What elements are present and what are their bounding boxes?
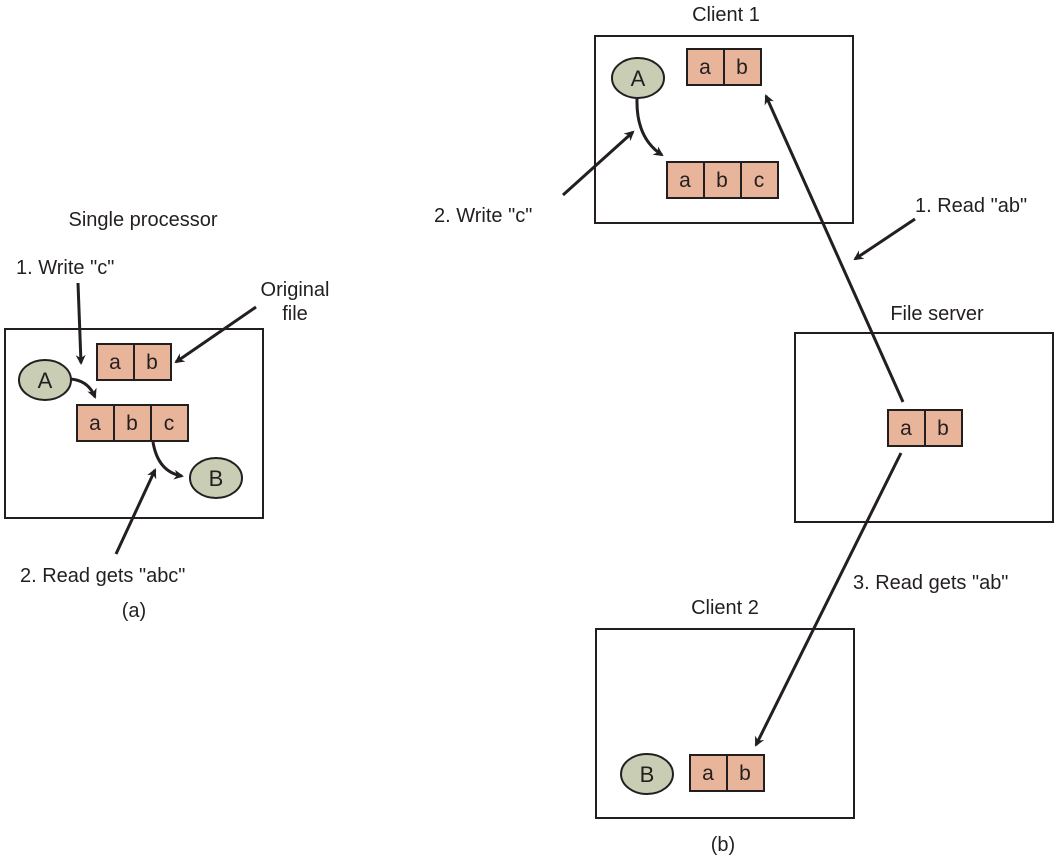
file-cell [924, 409, 963, 447]
client-1-title: Client 1 [692, 4, 760, 26]
panel-b: Client 1 A a b a b c 2. Write "c" 1. Rea… [434, 4, 1054, 856]
panel-a-title: Single processor [69, 209, 218, 231]
client-1-process-a-label: A [631, 66, 646, 91]
file-cell [703, 161, 742, 199]
file-cell-text: a [679, 169, 691, 192]
write-c-label: 2. Write "c" [434, 205, 532, 227]
file-cell [726, 754, 765, 792]
file-cell [113, 404, 152, 442]
client-1-frame [594, 35, 854, 224]
file-cell-text: a [900, 417, 912, 440]
modified-file: a b c [76, 404, 189, 442]
file-cell [96, 343, 135, 381]
client-2-frame [595, 628, 855, 819]
file-cell-text: b [736, 56, 748, 79]
file-cell-text: a [699, 56, 711, 79]
file-cell-text: a [702, 762, 714, 785]
process-b-label: B [209, 466, 224, 491]
client-2-cached-file: a b [689, 754, 765, 792]
client-2-title: Client 2 [691, 597, 759, 619]
file-cell [740, 161, 779, 199]
client-2-process-b-label: B [640, 762, 655, 787]
original-file-arrow [174, 305, 257, 364]
a-write-curve-arrow [69, 377, 97, 399]
file-cell [689, 754, 728, 792]
original-file-label-line2: file [282, 303, 308, 325]
client-1-modified-file: a b c [666, 161, 779, 199]
file-cell-text: b [739, 762, 751, 785]
server-to-client-2-arrow [754, 452, 903, 747]
file-cell-text: c [164, 412, 175, 435]
client-2-process-b-node [620, 753, 674, 795]
write-c-label: 1. Write "c" [16, 257, 114, 279]
read-gets-abc-label: 2. Read gets "abc" [20, 565, 185, 587]
original-file-label-line1: Original [261, 279, 330, 301]
file-cell-text: b [146, 351, 158, 374]
file-server-frame [794, 332, 1054, 523]
file-cell [723, 48, 762, 86]
file-cell-text: a [109, 351, 121, 374]
file-server-file: a b [887, 409, 963, 447]
client-1-write-curve-arrow [635, 98, 664, 157]
read-gets-abc-arrow [114, 468, 157, 555]
file-cell [150, 404, 189, 442]
client-1-cached-file: a b [686, 48, 762, 86]
file-cell [133, 343, 172, 381]
panel-a: Single processor 1. Write "c" Original f… [4, 209, 330, 622]
file-cell [686, 48, 725, 86]
panel-a-caption: (a) [122, 600, 146, 622]
process-b-node [189, 457, 243, 499]
server-to-client-1-arrow [764, 94, 905, 403]
original-file: a b [96, 343, 172, 381]
file-cell-text: b [716, 169, 728, 192]
panel-b-caption: (b) [711, 834, 735, 856]
file-cell-text: b [937, 417, 949, 440]
read-ab-label: 1. Read "ab" [915, 195, 1027, 217]
write-c-arrow [561, 130, 635, 197]
file-cell-text: a [89, 412, 101, 435]
file-cell-text: c [754, 169, 765, 192]
client-1-process-a-node [611, 57, 665, 99]
read-ab-pointer-arrow [853, 217, 916, 261]
b-read-curve-arrow [151, 441, 184, 480]
file-cell [666, 161, 705, 199]
write-c-arrow [75, 282, 86, 365]
file-cell-text: b [126, 412, 138, 435]
read-gets-ab-label: 3. Read gets "ab" [853, 572, 1008, 594]
process-a-label: A [38, 368, 53, 393]
file-server-title: File server [890, 303, 984, 325]
